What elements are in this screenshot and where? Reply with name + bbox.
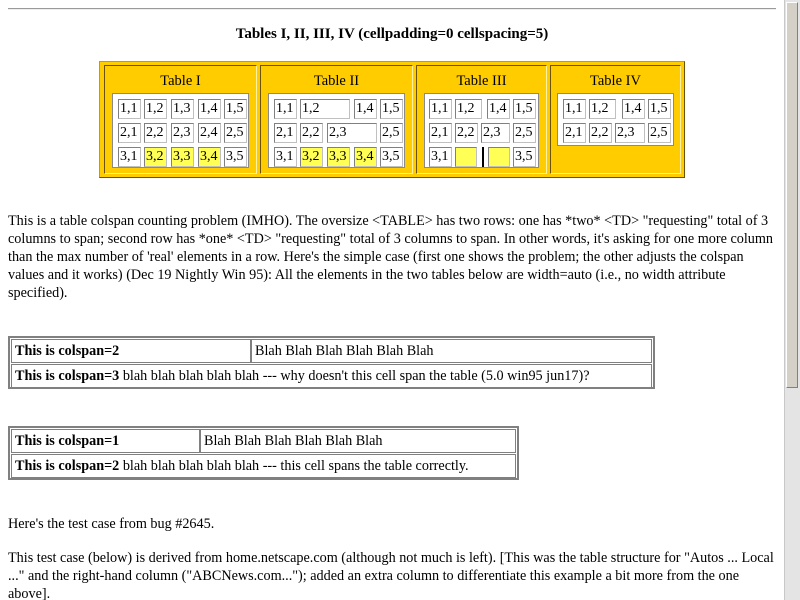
table-cell: 1,5: [513, 99, 536, 119]
table-cell: 2,3: [481, 123, 510, 143]
table-cell: 3,5: [224, 147, 247, 167]
table-cell: 2,5: [224, 123, 247, 143]
subtable-4: Table IV 1,1 1,2 1,4 1,5 2,1 2,2 2,3 2,5: [550, 65, 681, 174]
table-cell: 1,2: [589, 99, 616, 119]
cell-text: Blah Blah Blah Blah Blah Blah: [204, 433, 383, 449]
table-cell: 2,2: [455, 123, 478, 143]
table-cell: 1,1: [563, 99, 586, 119]
table-cell: 2,3: [327, 123, 377, 143]
table-cell: 1,5: [380, 99, 403, 119]
scrollbar-thumb[interactable]: [786, 2, 798, 388]
table-caption: Table IV: [590, 73, 641, 89]
inner-table-3: 1,1 1,2 1,4 1,5 2,1 2,2 2,3 2,5 3,1 3,5: [424, 93, 539, 168]
page-heading: Tables I, II, III, IV (cellpadding=0 cel…: [235, 26, 549, 42]
subtable-2: Table II 1,1 1,2 1,4 1,5 2,1 2,2 2,3 2,5…: [260, 65, 413, 174]
inner-table-4: 1,1 1,2 1,4 1,5 2,1 2,2 2,3 2,5: [557, 93, 674, 146]
table-cell: 1,5: [224, 99, 247, 119]
cell-bold-label: This is colspan=3: [15, 368, 120, 384]
table-cell: This is colspan=1: [11, 429, 200, 453]
cell-text: blah blah blah blah blah --- this cell s…: [119, 458, 469, 474]
cell-text: Blah Blah Blah Blah Blah Blah: [255, 343, 434, 359]
empty-cell-highlight: [488, 147, 510, 167]
table-cell: 1,4: [622, 99, 645, 119]
table-cell: 1,2: [300, 99, 350, 119]
explanation-paragraph: This is a table colspan counting problem…: [8, 213, 774, 301]
table-cell: 2,1: [118, 123, 141, 143]
subtable-3: Table III 1,1 1,2 1,4 1,5 2,1 2,2 2,3 2,…: [416, 65, 547, 174]
table-cell-highlight: 3,2: [300, 147, 323, 167]
table-cell-highlight: 3,3: [327, 147, 350, 167]
table-cell: 2,2: [589, 123, 612, 143]
colspan-table-b: This is colspan=1 Blah Blah Blah Blah Bl…: [8, 426, 519, 480]
table-cell: 2,1: [429, 123, 452, 143]
table-cell-highlight: 3,2: [144, 147, 167, 167]
table-cell: This is colspan=2: [11, 339, 251, 363]
vertical-scrollbar[interactable]: [784, 0, 800, 600]
subtable-1: Table I 1,1 1,2 1,3 1,4 1,5 2,1 2,2 2,3 …: [104, 65, 257, 174]
table-cell: This is colspan=3 blah blah blah blah bl…: [11, 364, 652, 388]
test-case-paragraph: This test case (below) is derived from h…: [8, 550, 774, 600]
table-cell: 1,4: [354, 99, 377, 119]
colspan-table-a: This is colspan=2 Blah Blah Blah Blah Bl…: [8, 336, 655, 389]
cell-bold-label: This is colspan=1: [15, 433, 120, 449]
table-cell: 1,3: [171, 99, 194, 119]
table-cell: 1,1: [274, 99, 297, 119]
table-cell: 2,1: [563, 123, 586, 143]
table-cell: Blah Blah Blah Blah Blah Blah: [200, 429, 516, 453]
cell-bold-label: This is colspan=2: [15, 343, 120, 359]
table-cell: 2,3: [615, 123, 645, 143]
table-cell: 1,1: [118, 99, 141, 119]
table-cell: 2,5: [513, 123, 536, 143]
table-cell: 1,2: [144, 99, 167, 119]
table-cell: 2,5: [648, 123, 671, 143]
table-cell: 2,2: [300, 123, 323, 143]
table-cell: 2,3: [171, 123, 194, 143]
table-cell-highlight: 3,4: [198, 147, 221, 167]
table-cell: 3,5: [513, 147, 536, 167]
table-cell: 1,4: [487, 99, 510, 119]
table-cell-highlight: 3,3: [171, 147, 194, 167]
table-caption: Table I: [160, 73, 201, 89]
table-cell-highlight: 3,4: [354, 147, 377, 167]
table-cell: This is colspan=2 blah blah blah blah bl…: [11, 454, 516, 478]
table-cell: 1,1: [429, 99, 452, 119]
bug-reference-paragraph: Here's the test case from bug #2645.: [8, 516, 215, 532]
table-cell: 3,1: [274, 147, 297, 167]
cell-bold-label: This is colspan=2: [15, 458, 120, 474]
table-cell: 3,5: [380, 147, 403, 167]
cell-text: blah blah blah blah blah --- why doesn't…: [119, 368, 590, 384]
table-caption: Table II: [313, 73, 360, 89]
table-cell: 2,1: [274, 123, 297, 143]
table-cell: 2,2: [144, 123, 167, 143]
table-cell: Blah Blah Blah Blah Blah Blah: [251, 339, 652, 363]
table-cell: 3,1: [429, 147, 452, 167]
table-caption: Table III: [456, 73, 507, 89]
table-cell: 2,5: [380, 123, 403, 143]
table-cell: 1,2: [455, 99, 482, 119]
table-cell: 1,5: [648, 99, 671, 119]
table-cell: 1,4: [198, 99, 221, 119]
inner-table-2: 1,1 1,2 1,4 1,5 2,1 2,2 2,3 2,5 3,1 3,2 …: [268, 93, 405, 168]
top-rule: [8, 8, 776, 10]
table-cell: 2,4: [198, 123, 221, 143]
empty-cell-highlight: [455, 147, 477, 167]
table-cell: 3,1: [118, 147, 141, 167]
outer-table: Table I 1,1 1,2 1,3 1,4 1,5 2,1 2,2 2,3 …: [99, 61, 685, 178]
inner-table-1: 1,1 1,2 1,3 1,4 1,5 2,1 2,2 2,3 2,4 2,5 …: [112, 93, 249, 168]
zero-width-cell: [482, 147, 484, 167]
